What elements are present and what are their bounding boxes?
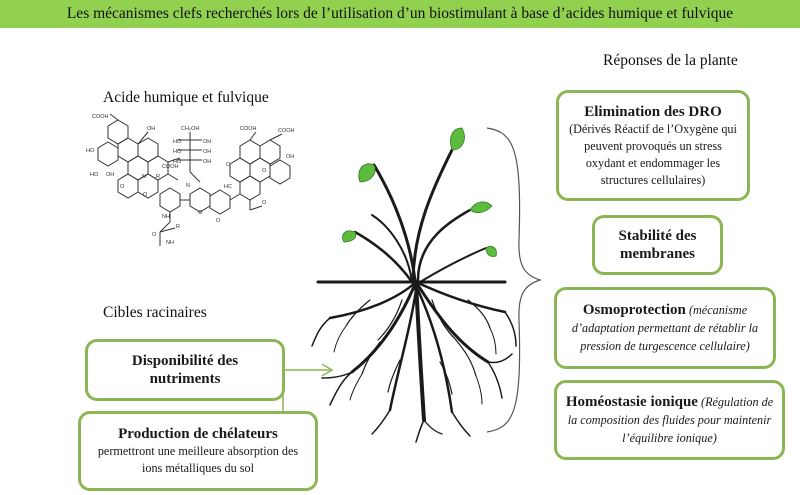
- plant-illustration: [311, 127, 517, 443]
- atom-label: N: [142, 174, 146, 180]
- atom-label: COOH: [240, 126, 257, 132]
- box-description: (Régulation de la composition des fluide…: [567, 395, 774, 445]
- osmoprotection-box: Osmoprotection (mécanisme d’adaptation p…: [554, 287, 776, 369]
- atom-label: O: [143, 192, 148, 198]
- atom-label: CH₂OH: [181, 126, 199, 132]
- atom-label: OH: [147, 126, 155, 132]
- atom-label: HO: [173, 159, 182, 165]
- atom-label: HO: [86, 148, 95, 154]
- atom-label: OH: [106, 172, 114, 178]
- atom-label: O: [262, 168, 267, 174]
- box-description: permettront une meilleure absorption des…: [97, 444, 299, 475]
- atom-label: O: [216, 218, 221, 224]
- box-text: Homéostasie ionique (Régulation de la co…: [565, 393, 774, 447]
- atom-label: COOH: [278, 128, 295, 134]
- molecule-atom-labels: COOH HO HO OH OH COOH R N O O CH₂OH HO H…: [86, 114, 295, 246]
- atom-label: COOH: [162, 164, 179, 170]
- box-title: Elimination des DRO: [584, 103, 722, 120]
- box-description: (mécanisme d’adaptation permettant de ré…: [571, 303, 759, 353]
- dro-elimination-box: Elimination des DRO (Dérivés Réactif de …: [556, 90, 750, 201]
- box-title: Homéostasie ionique: [565, 394, 698, 410]
- atom-label: HO: [90, 172, 99, 178]
- curly-brace: [486, 127, 543, 433]
- atom-label: O: [262, 200, 267, 206]
- molecule-heading: Acide humique et fulvique: [103, 89, 269, 106]
- atom-label: O: [152, 232, 157, 238]
- atom-label: OH: [203, 139, 211, 145]
- box-title: Disponibilité des nutriments: [131, 353, 239, 387]
- ionic-homeostasis-box: Homéostasie ionique (Régulation de la co…: [554, 380, 785, 460]
- membrane-stability-box: Stabilité des membranes: [592, 215, 723, 275]
- atom-label: OH: [203, 149, 211, 155]
- chelator-production-box: Production de chélateurs permettront une…: [78, 411, 318, 491]
- atom-label: R: [156, 174, 160, 180]
- plant-responses-heading: Réponses de la plante: [603, 52, 738, 69]
- atom-label: HO: [173, 149, 182, 155]
- atom-label: O: [120, 184, 125, 190]
- atom-label: NH: [162, 214, 170, 220]
- atom-label: HC: [224, 184, 232, 190]
- box-text: Osmoprotection (mécanisme d’adaptation p…: [565, 301, 765, 355]
- atom-label: HO: [173, 139, 182, 145]
- atom-label: O: [226, 162, 231, 168]
- root-targets-heading: Cibles racinaires: [103, 304, 207, 321]
- box-title: Stabilité des membranes: [618, 228, 697, 262]
- box-description: (Dérivés Réactif de l’Oxygène qui peuven…: [569, 121, 737, 187]
- atom-label: O: [198, 210, 203, 216]
- atom-label: OH: [203, 159, 211, 165]
- box-title: Production de chélateurs: [118, 426, 278, 442]
- atom-label: COOH: [92, 114, 109, 120]
- humic-acid-molecule: [97, 113, 291, 246]
- nutrient-availability-box: Disponibilité des nutriments: [85, 339, 285, 401]
- title-banner: Les mécanismes clefs recherchés lors de …: [0, 0, 800, 28]
- diagram-title: Les mécanismes clefs recherchés lors de …: [66, 5, 734, 22]
- atom-label: N: [186, 183, 190, 189]
- box-title: Osmoprotection: [582, 302, 686, 318]
- atom-label: NH: [166, 240, 174, 246]
- atom-label: R: [176, 224, 180, 230]
- atom-label: OH: [286, 154, 294, 160]
